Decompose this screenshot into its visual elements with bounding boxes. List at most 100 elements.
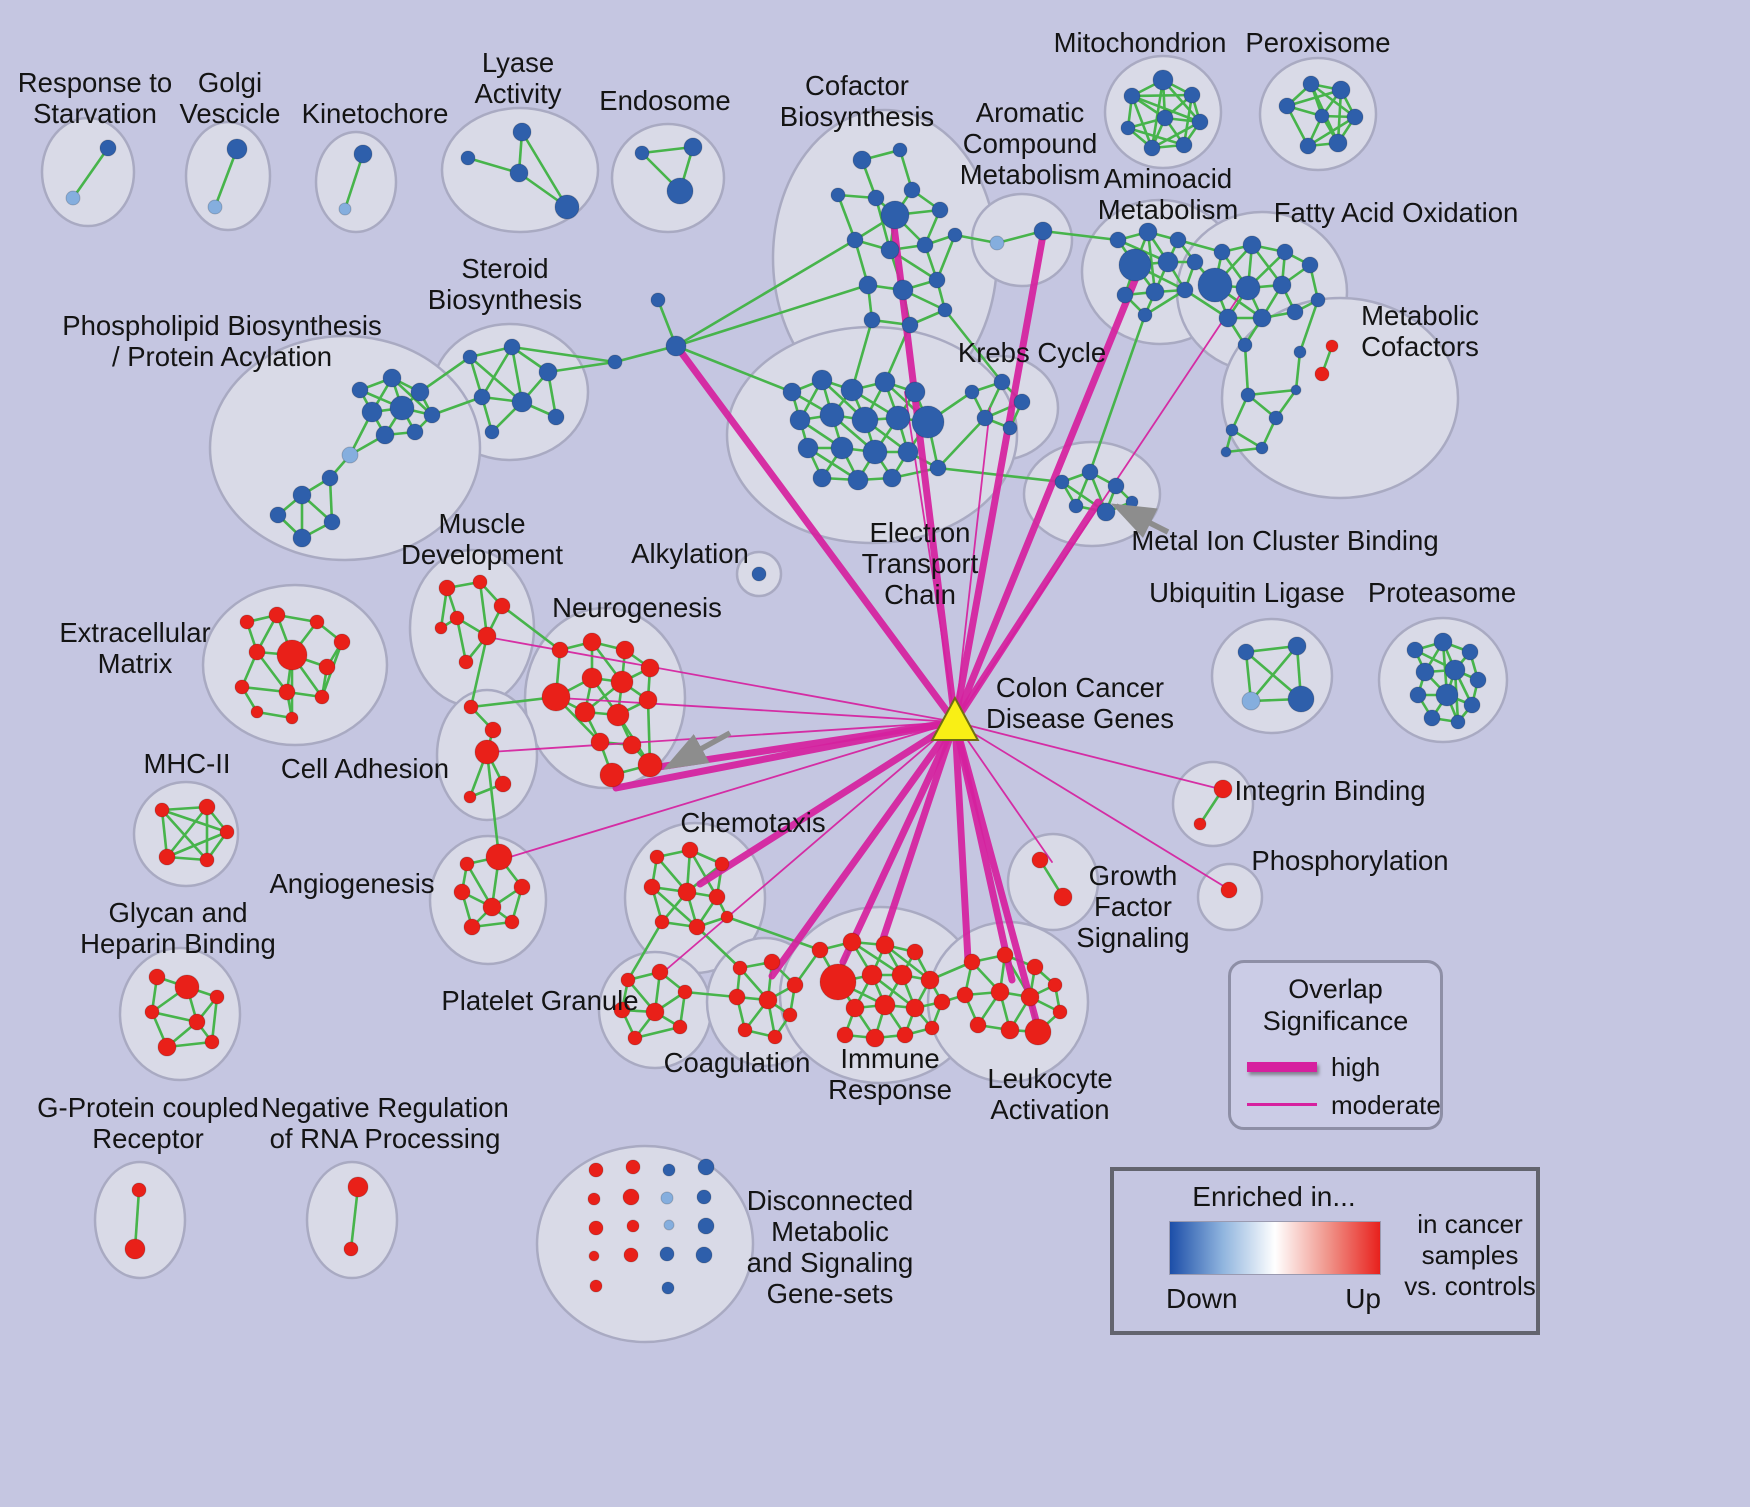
gene-set-node-coagulation[interactable]	[758, 990, 778, 1010]
gene-set-node-metabolic-junction[interactable]	[665, 335, 687, 357]
gene-set-node-electron-transport-chain[interactable]	[904, 381, 926, 403]
gene-set-node-peroxisome[interactable]	[1328, 133, 1348, 153]
gene-set-node-chemotaxis[interactable]	[677, 882, 697, 902]
gene-set-node-proteasome[interactable]	[1423, 709, 1441, 727]
gene-set-node-aminoacid-metabolism[interactable]	[1116, 286, 1134, 304]
gene-set-node-aminoacid-metabolism[interactable]	[1176, 281, 1194, 299]
gene-set-node-metabolic-junction[interactable]	[650, 292, 666, 308]
gene-set-node-g-protein-coupled-receptor[interactable]	[131, 1182, 147, 1198]
gene-set-node-immune-response[interactable]	[819, 963, 857, 1001]
gene-set-node-kinetochore[interactable]	[353, 144, 373, 164]
gene-set-node-proteasome[interactable]	[1406, 641, 1424, 659]
gene-set-node-fatty-acid-oxidation[interactable]	[1242, 235, 1262, 255]
gene-set-node-leukocyte-activation[interactable]	[990, 982, 1010, 1002]
gene-set-node-proteasome[interactable]	[1435, 683, 1459, 707]
gene-set-node-electron-transport-chain[interactable]	[819, 402, 845, 428]
gene-set-node-fatty-acid-oxidation[interactable]	[1197, 267, 1233, 303]
gene-set-node-cell-adhesion[interactable]	[463, 790, 477, 804]
gene-set-node-electron-transport-chain[interactable]	[811, 369, 833, 391]
gene-set-node-neurogenesis[interactable]	[590, 732, 610, 752]
gene-set-node-proteasome[interactable]	[1409, 686, 1427, 704]
gene-set-node-glycan-and-heparin-binding[interactable]	[204, 1034, 220, 1050]
gene-set-node-leukocyte-activation[interactable]	[1000, 1020, 1020, 1040]
gene-set-node-immune-response[interactable]	[920, 970, 940, 990]
gene-set-node-krebs-cycle[interactable]	[964, 384, 980, 400]
gene-set-node-cofactor-biosynthesis[interactable]	[863, 311, 881, 329]
gene-set-node-electron-transport-chain[interactable]	[885, 405, 911, 431]
gene-set-node-phospholipid-biosynthesis-protein-acylation[interactable]	[406, 423, 424, 441]
gene-set-node-phospholipid-biosynthesis-protein-acylation[interactable]	[292, 528, 312, 548]
gene-set-node-muscle-development[interactable]	[477, 626, 497, 646]
gene-set-node-immune-response[interactable]	[906, 943, 924, 961]
gene-set-node-proteasome[interactable]	[1433, 632, 1453, 652]
gene-set-node-electron-transport-chain[interactable]	[929, 459, 947, 477]
colon-cancer-hub-triangle[interactable]	[930, 695, 980, 741]
gene-set-node-chemotaxis[interactable]	[643, 878, 661, 896]
gene-set-node-growth-factor-signaling[interactable]	[1053, 887, 1073, 907]
gene-set-node-cofactor-biosynthesis[interactable]	[928, 271, 946, 289]
gene-set-node-metabolic-cofactors[interactable]	[1290, 384, 1302, 396]
gene-set-node-muscle-development[interactable]	[493, 597, 511, 615]
gene-set-node-electron-transport-chain[interactable]	[874, 371, 896, 393]
gene-set-node-fatty-acid-oxidation[interactable]	[1235, 275, 1261, 301]
gene-set-node-neurogenesis[interactable]	[599, 762, 625, 788]
gene-set-node-chemotaxis[interactable]	[649, 849, 665, 865]
gene-set-node-aminoacid-metabolism[interactable]	[1157, 251, 1179, 273]
gene-set-node-ubiquitin-ligase[interactable]	[1237, 643, 1255, 661]
gene-set-node-mhc-ii[interactable]	[199, 852, 215, 868]
gene-set-node-neurogenesis[interactable]	[638, 690, 658, 710]
gene-set-node-metabolic-cofactors[interactable]	[1225, 423, 1239, 437]
gene-set-node-cell-adhesion[interactable]	[494, 775, 512, 793]
gene-set-node-fatty-acid-oxidation[interactable]	[1276, 243, 1294, 261]
gene-set-node-fatty-acid-oxidation[interactable]	[1237, 337, 1253, 353]
gene-set-node-cofactor-biosynthesis[interactable]	[892, 142, 908, 158]
gene-set-node-metal-ion-cluster-binding[interactable]	[1068, 498, 1084, 514]
gene-set-node-aminoacid-metabolism[interactable]	[1145, 282, 1165, 302]
gene-set-node-phospholipid-biosynthesis-protein-acylation[interactable]	[321, 469, 339, 487]
gene-set-node-muscle-development[interactable]	[449, 610, 465, 626]
gene-set-node-electron-transport-chain[interactable]	[862, 439, 888, 465]
gene-set-node-extracellular-matrix[interactable]	[309, 614, 325, 630]
gene-set-node-peroxisome[interactable]	[1278, 97, 1296, 115]
gene-set-node-immune-response[interactable]	[905, 998, 925, 1018]
gene-set-node-neurogenesis[interactable]	[615, 640, 635, 660]
gene-set-node-cofactor-biosynthesis[interactable]	[901, 316, 919, 334]
gene-set-node-endosome[interactable]	[683, 137, 703, 157]
gene-set-node-steroid-biosynthesis[interactable]	[547, 408, 565, 426]
gene-set-node-kinetochore[interactable]	[338, 202, 352, 216]
gene-set-node-angiogenesis[interactable]	[463, 918, 481, 936]
gene-set-node-steroid-biosynthesis[interactable]	[462, 349, 478, 365]
gene-set-node-phospholipid-biosynthesis-protein-acylation[interactable]	[410, 382, 430, 402]
gene-set-node-electron-transport-chain[interactable]	[797, 437, 819, 459]
gene-set-node-chemotaxis[interactable]	[654, 914, 670, 930]
gene-set-node-aromatic-compound-metabolism[interactable]	[1033, 221, 1053, 241]
gene-set-node-steroid-biosynthesis[interactable]	[473, 388, 491, 406]
gene-set-node-extracellular-matrix[interactable]	[333, 633, 351, 651]
gene-set-node-platelet-granule[interactable]	[620, 972, 636, 988]
gene-set-node-electron-transport-chain[interactable]	[882, 468, 902, 488]
gene-set-node-angiogenesis[interactable]	[513, 878, 531, 896]
gene-set-node-phospholipid-biosynthesis-protein-acylation[interactable]	[375, 425, 395, 445]
gene-set-node-aminoacid-metabolism[interactable]	[1109, 231, 1127, 249]
gene-set-node-response-to-starvation[interactable]	[99, 139, 117, 157]
gene-set-node-cofactor-biosynthesis[interactable]	[916, 236, 934, 254]
gene-set-node-disconnected-metabolic-and-signaling-gene-sets[interactable]	[662, 1163, 676, 1177]
gene-set-node-mhc-ii[interactable]	[154, 802, 170, 818]
gene-set-node-extracellular-matrix[interactable]	[276, 639, 308, 671]
gene-set-node-mitochondrion[interactable]	[1191, 113, 1209, 131]
gene-set-node-peroxisome[interactable]	[1346, 108, 1364, 126]
gene-set-node-cofactor-biosynthesis[interactable]	[858, 275, 878, 295]
gene-set-node-chemotaxis[interactable]	[688, 918, 706, 936]
gene-set-node-fatty-acid-oxidation[interactable]	[1252, 308, 1272, 328]
gene-set-node-steroid-biosynthesis[interactable]	[484, 424, 500, 440]
gene-set-node-aminoacid-metabolism[interactable]	[1186, 253, 1204, 271]
gene-set-node-extracellular-matrix[interactable]	[248, 643, 266, 661]
gene-set-node-coagulation[interactable]	[728, 988, 746, 1006]
gene-set-node-neurogenesis[interactable]	[637, 752, 663, 778]
gene-set-node-platelet-granule[interactable]	[672, 1019, 688, 1035]
gene-set-node-disconnected-metabolic-and-signaling-gene-sets[interactable]	[661, 1281, 675, 1295]
gene-set-node-extracellular-matrix[interactable]	[318, 658, 336, 676]
gene-set-node-cofactor-biosynthesis[interactable]	[947, 227, 963, 243]
gene-set-node-metabolic-cofactors[interactable]	[1325, 339, 1339, 353]
gene-set-node-immune-response[interactable]	[845, 998, 865, 1018]
